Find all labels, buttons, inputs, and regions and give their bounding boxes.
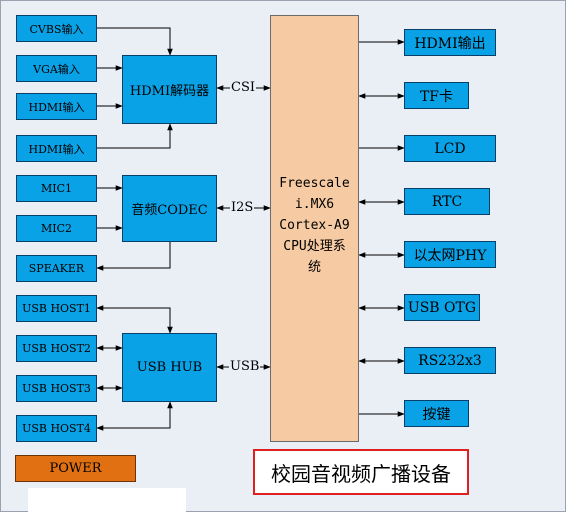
rs232-box: RS232x3 <box>404 347 496 374</box>
hdmi-decoder-box: HDMI解码器 <box>122 55 217 124</box>
mic1-label: MIC1 <box>40 182 73 195</box>
lcd-box: LCD <box>404 135 496 162</box>
wire-usb-host1 <box>96 305 173 334</box>
keys-label: 按键 <box>422 406 451 423</box>
tf-card-box: TF卡 <box>404 82 469 109</box>
audio-codec-label: 音频CODEC <box>131 203 208 218</box>
rtc-label: RTC <box>431 193 463 210</box>
keys-box: 按键 <box>404 400 469 427</box>
blank-patch <box>28 488 186 513</box>
tf-card-label: TF卡 <box>419 88 454 105</box>
product-title-box: 校园音视频广播设备 <box>253 449 469 495</box>
vga-input-box: VGA输入 <box>16 55 97 82</box>
usb-host2-box: USB HOST2 <box>16 335 97 362</box>
usb-host4-label: USB HOST4 <box>22 422 91 435</box>
hdmi-output-label: HDMI输出 <box>414 35 486 52</box>
i2s-link-label: I2S <box>230 200 255 215</box>
hdmi-output-box: HDMI输出 <box>404 29 496 56</box>
hdmi-input-box-2: HDMI输入 <box>16 135 97 162</box>
speaker-box: SPEAKER <box>16 255 97 282</box>
cpu-label: Freescale i.MX6 Cortex-A9 CPU处理系 统 <box>279 176 350 275</box>
wire-hdmi-in-2 <box>97 123 173 149</box>
usb-otg-box: USB OTG <box>404 294 480 321</box>
ethernet-phy-box: 以太网PHY <box>404 241 496 268</box>
wire-cvbs <box>97 27 173 56</box>
usb-hub-box: USB HUB <box>122 333 217 402</box>
mic2-label: MIC2 <box>40 222 73 235</box>
mic1-box: MIC1 <box>16 175 97 202</box>
power-box: POWER <box>15 455 136 482</box>
cvbs-input-box: CVBS输入 <box>16 15 97 42</box>
lcd-label: LCD <box>434 140 466 157</box>
usb-host3-label: USB HOST3 <box>22 382 91 395</box>
csi-link-label: CSI <box>230 80 256 95</box>
usb-host1-label: USB HOST1 <box>22 302 91 315</box>
power-label: POWER <box>49 461 102 476</box>
vga-input-label: VGA输入 <box>33 62 80 76</box>
rtc-box: RTC <box>404 188 490 215</box>
wire-speaker <box>96 242 171 271</box>
usb-otg-label: USB OTG <box>407 299 477 316</box>
hdmi-decoder-label: HDMI解码器 <box>129 84 210 99</box>
usb-host4-box: USB HOST4 <box>16 415 97 442</box>
speaker-label: SPEAKER <box>28 262 85 275</box>
audio-codec-box: 音频CODEC <box>122 175 217 242</box>
product-title: 校园音视频广播设备 <box>271 461 451 486</box>
usb-link-label: USB <box>229 359 261 374</box>
cvbs-input-label: CVBS输入 <box>29 22 84 36</box>
hdmi-input-box-1: HDMI输入 <box>16 93 97 120</box>
cpu-block: Freescale i.MX6 Cortex-A9 CPU处理系 统 <box>270 15 359 442</box>
usb-host2-label: USB HOST2 <box>22 342 91 355</box>
usb-host1-box: USB HOST1 <box>16 295 97 322</box>
mic2-box: MIC2 <box>16 215 97 242</box>
wire-usb-host4 <box>96 401 173 431</box>
hdmi-input-label-2: HDMI输入 <box>28 142 85 156</box>
usb-host3-box: USB HOST3 <box>16 375 97 402</box>
rs232-label: RS232x3 <box>418 352 482 369</box>
usb-hub-label: USB HUB <box>136 360 203 375</box>
hdmi-input-label-1: HDMI输入 <box>28 100 85 114</box>
ethernet-phy-label: 以太网PHY <box>413 247 487 264</box>
